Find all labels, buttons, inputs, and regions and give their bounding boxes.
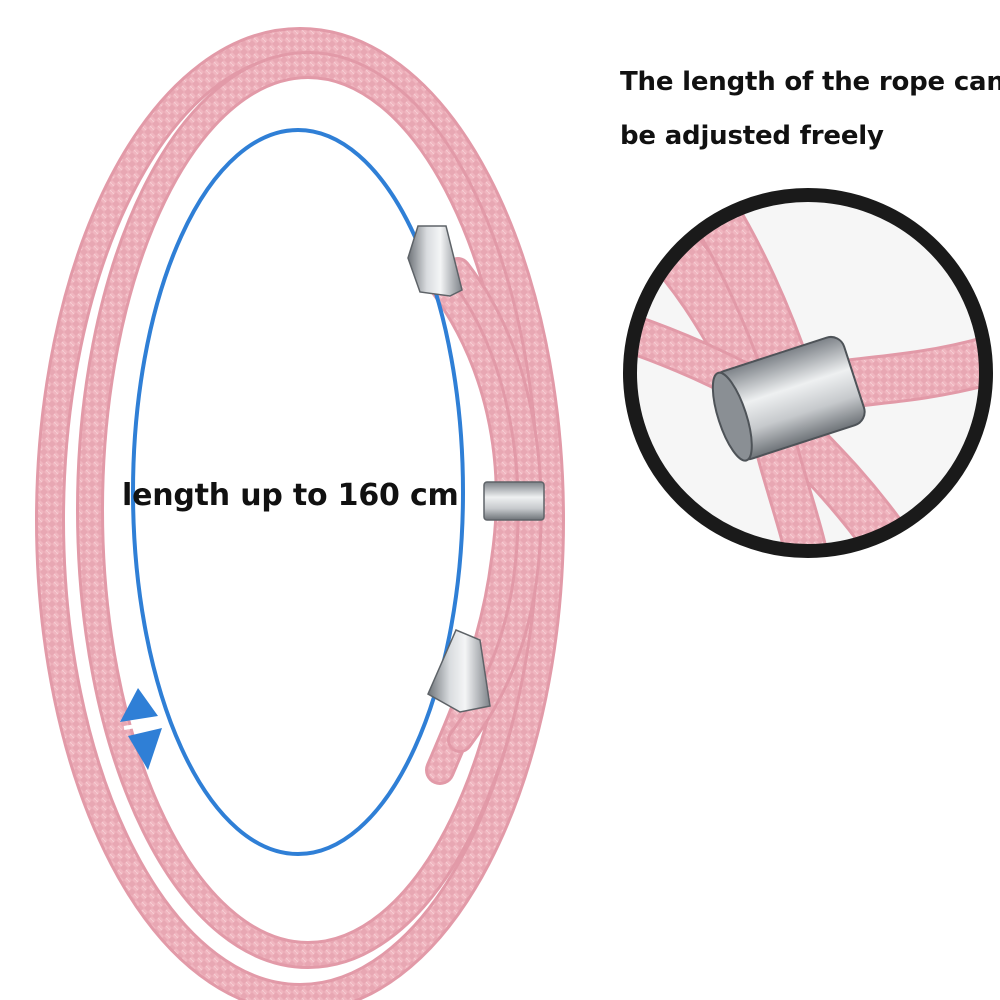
adjustment-caption-line-2: be adjusted freely bbox=[620, 121, 884, 151]
metal-end-cap bbox=[427, 629, 491, 713]
metal-clip bbox=[483, 481, 545, 521]
length-measure-line bbox=[131, 128, 465, 856]
zoom-circle bbox=[623, 188, 993, 558]
adjustment-caption-line-1: The length of the rope can bbox=[620, 67, 1000, 97]
length-caption: length up to 160 cm bbox=[122, 478, 459, 513]
metal-end-cap bbox=[407, 225, 463, 297]
adjustment-caption: The length of the rope can be adjusted f… bbox=[620, 55, 1000, 163]
double-arrow-icon bbox=[120, 688, 162, 770]
